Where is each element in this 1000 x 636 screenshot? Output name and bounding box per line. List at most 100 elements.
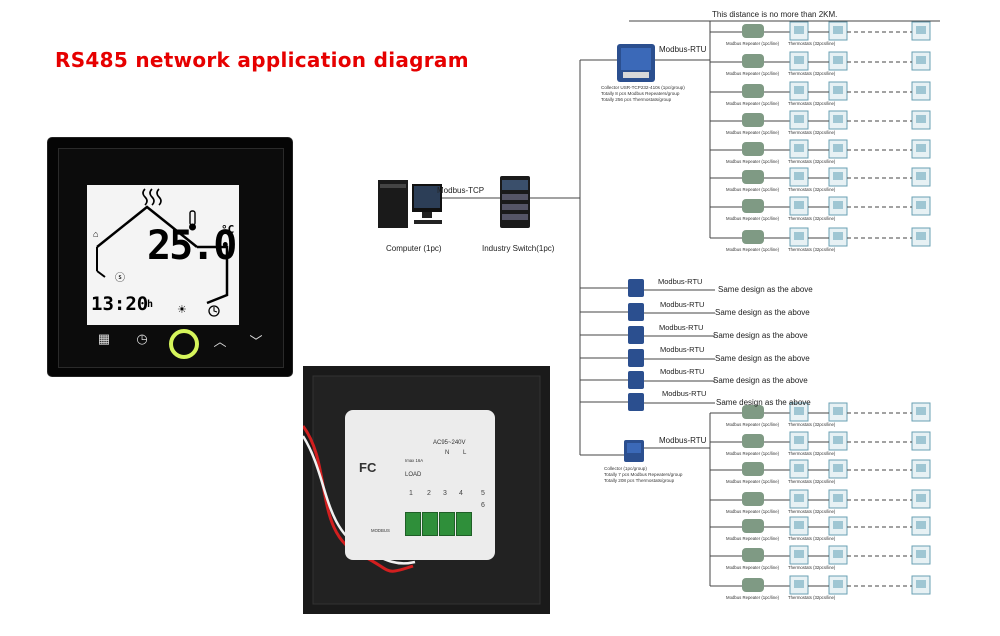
- fc-mark: FC: [359, 460, 377, 475]
- top-row: [710, 196, 931, 216]
- down-button-icon[interactable]: ﹀: [249, 334, 263, 349]
- bottom-row: [710, 459, 931, 479]
- repeater-label: Modbus Repeater (1pc/line): [726, 509, 780, 514]
- collector-top-line3: Totally 256 pcs Thermostats/group: [601, 97, 672, 102]
- computer-icon: [378, 180, 442, 228]
- repeater-label: Modbus Repeater (1pc/line): [726, 451, 780, 456]
- collector-bottom-icon: [624, 440, 644, 462]
- rtu-label-top: Modbus-RTU: [659, 45, 707, 54]
- repeater-icon: [742, 24, 764, 38]
- repeater-icon: [742, 519, 764, 533]
- house-outline-icon: [96, 205, 229, 305]
- display-graphics: ⌂ ⓢ ☀: [93, 188, 229, 317]
- terminal-block: [456, 512, 472, 536]
- top-row: [710, 81, 931, 101]
- clock-reading: 13:20: [91, 293, 149, 315]
- repeater-label: Modbus Repeater (1pc/line): [726, 130, 780, 135]
- same-design-2: Same design as the above: [715, 308, 810, 317]
- rtu-label-mid-6: Modbus-RTU: [662, 389, 707, 398]
- top-row: [710, 21, 931, 41]
- terminal-number: 3: [443, 490, 447, 497]
- thermostats-label: Thermostats (32pcs/line): [788, 71, 836, 76]
- current-label: Imax 16A: [405, 458, 424, 463]
- collector-bottom-line1: Collector (1pc/group): [604, 466, 647, 471]
- same-design-6: Same design as the above: [716, 398, 811, 407]
- collector-mid-3-icon: [580, 326, 644, 344]
- house-left-wall: [96, 247, 106, 278]
- clock-button-icon[interactable]: ◷: [136, 331, 148, 346]
- top-row: [710, 110, 931, 130]
- bottom-row: [710, 516, 931, 536]
- repeater-icon: [742, 462, 764, 476]
- thermostats-label: Thermostats (32pcs/line): [788, 216, 836, 221]
- thermostats-label: Thermostats (32pcs/line): [788, 595, 836, 600]
- terminal-module: FC AC95~240V N L LOAD Imax 16A 1 2 3 4 5…: [345, 410, 495, 560]
- repeater-label: Modbus Repeater (1pc/line): [726, 536, 780, 541]
- economy-icon: ⓢ: [115, 272, 125, 284]
- collector-top-line1: Collector USR-TCP232-410s (1pc/group): [601, 85, 685, 90]
- top-row: [710, 139, 931, 159]
- thermostats-label: Thermostats (32pcs/line): [788, 187, 836, 192]
- thermostat-bezel: ⌂ ⓢ ☀ 25.0 °C 13:20 h ▦ ◷ ︿ ﹀: [58, 148, 284, 368]
- page-title: RS485 network application diagram: [55, 48, 469, 72]
- terminal-number: 1: [409, 490, 413, 497]
- temperature-reading: 25.0: [147, 223, 237, 269]
- repeater-icon: [742, 434, 764, 448]
- rtu-label-bottom: Modbus-RTU: [659, 436, 707, 445]
- repeater-icon: [742, 405, 764, 419]
- bottom-row: [710, 489, 931, 509]
- bottom-row: [710, 402, 931, 422]
- rtu-label-mid-1: Modbus-RTU: [658, 277, 703, 286]
- repeater-label: Modbus Repeater (1pc/line): [726, 422, 780, 427]
- menu-button-icon[interactable]: ▦: [97, 331, 111, 346]
- thermostat-display: ⌂ ⓢ ☀ 25.0 °C 13:20 h: [87, 185, 239, 325]
- repeater-label: Modbus Repeater (1pc/line): [726, 216, 780, 221]
- repeater-icon: [742, 54, 764, 68]
- repeater-label: Modbus Repeater (1pc/line): [726, 71, 780, 76]
- power-button[interactable]: [169, 329, 199, 359]
- modbus-label: MODBUS: [371, 528, 390, 533]
- bottom-row: [710, 431, 931, 451]
- top-row: [710, 51, 931, 71]
- repeater-icon: [742, 199, 764, 213]
- n-label: N: [445, 450, 450, 456]
- terminal-number: 2: [427, 490, 431, 497]
- repeater-icon: [742, 170, 764, 184]
- thermostats-label: Thermostats (32pcs/line): [788, 422, 836, 427]
- thermostats-label: Thermostats (32pcs/line): [788, 451, 836, 456]
- same-design-3: Same design as the above: [713, 331, 808, 340]
- thermostats-label: Thermostats (32pcs/line): [788, 565, 836, 570]
- voltage-label: AC95~240V: [433, 440, 466, 446]
- repeater-label: Modbus Repeater (1pc/line): [726, 41, 780, 46]
- repeater-label: Modbus Repeater (1pc/line): [726, 159, 780, 164]
- heating-icon: [142, 188, 162, 206]
- thermostat-front-panel: ⌂ ⓢ ☀ 25.0 °C 13:20 h ▦ ◷ ︿ ﹀: [48, 138, 292, 376]
- repeater-label: Modbus Repeater (1pc/line): [726, 565, 780, 570]
- repeater-icon: [742, 84, 764, 98]
- thermostat-back-panel: FC AC95~240V N L LOAD Imax 16A 1 2 3 4 5…: [303, 366, 550, 614]
- collector-mid-5-icon: [580, 371, 644, 389]
- collector-bottom-line3: Totally 208 pcs Thermostats/group: [604, 478, 675, 483]
- collector-mid-4-icon: [580, 349, 644, 367]
- industry-switch-icon: [500, 176, 530, 228]
- thermostats-label: Thermostats (32pcs/line): [788, 41, 836, 46]
- up-button-icon[interactable]: ︿: [213, 334, 227, 349]
- terminal-block: [422, 512, 438, 536]
- tcp-label: Modbus-TCP: [437, 186, 485, 195]
- bottom-row: [710, 545, 931, 565]
- collector-mid-2-icon: [580, 303, 644, 321]
- bottom-row: [710, 575, 931, 595]
- thermostats-label: Thermostats (32pcs/line): [788, 479, 836, 484]
- top-row: [710, 167, 931, 187]
- clock-suffix: h: [147, 299, 154, 310]
- thermostats-label: Thermostats (32pcs/line): [788, 159, 836, 164]
- same-design-5: Same design as the above: [713, 376, 808, 385]
- schedule-icon: ⌂: [93, 229, 98, 239]
- clock-icon: [208, 305, 220, 317]
- load-label: LOAD: [405, 472, 422, 478]
- same-design-4: Same design as the above: [715, 354, 810, 363]
- repeater-rows-bottom: [710, 402, 931, 595]
- computer-label: Computer (1pc): [386, 244, 442, 253]
- collector-top-icon: [617, 44, 655, 82]
